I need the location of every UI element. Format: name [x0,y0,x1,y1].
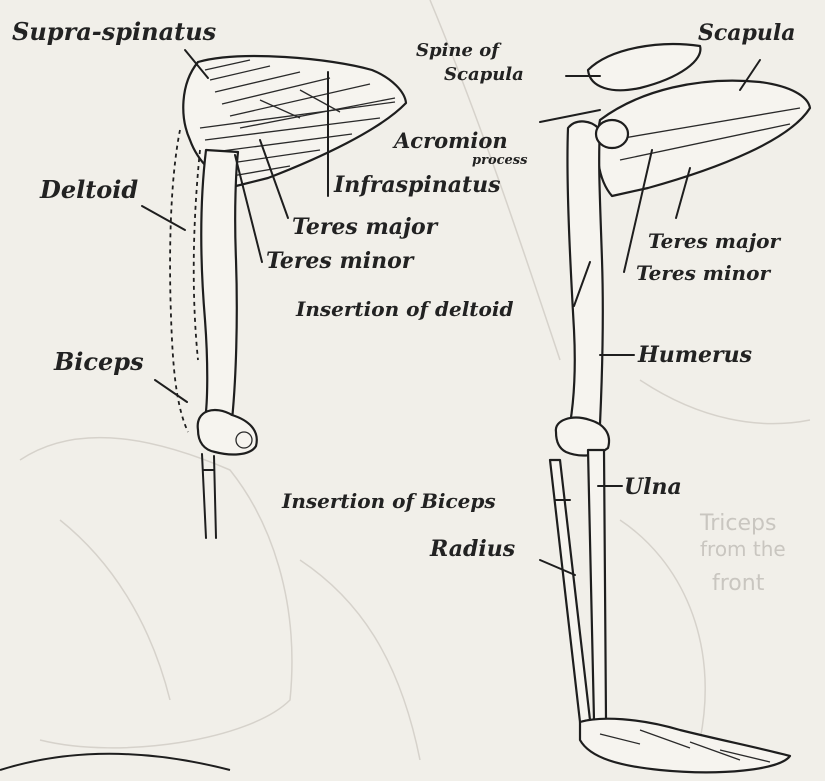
label-infraspinatus-left: Infraspinatus [333,172,501,198]
left-elbow [198,410,257,454]
label-supraspinatus: Supra-spinatus [12,17,217,46]
label-teres-minor-right: Teres minor [636,261,771,285]
left-arm-muscles [142,50,406,538]
label-teres-major-left: Teres major [292,214,439,240]
right-scapula-spine [588,44,700,90]
label-insertion-of-biceps: Insertion of Biceps [281,489,496,513]
label-insertion-of-deltoid: Insertion of deltoid [295,297,513,321]
label-radius: Radius [429,536,515,562]
label-teres-minor-left: Teres minor [266,248,415,274]
label-acromion: Acromion [392,128,508,153]
right-ulna [588,450,606,720]
label-ulna: Ulna [624,474,682,500]
sketch-text-2: from the [700,537,786,561]
label-spine-of-scapula-1: Spine of [416,40,502,61]
label-deltoid: Deltoid [39,175,138,204]
sketch-text-1: Triceps [699,511,776,536]
right-arm-skeleton [540,44,810,772]
left-humerus [201,150,238,420]
label-humerus: Humerus [637,342,752,368]
right-scapula [597,81,810,196]
sketch-text-3: front [712,571,765,596]
label-teres-major-right: Teres major [648,229,781,253]
label-biceps: Biceps [53,347,144,376]
label-spine-of-scapula-2: Scapula [444,64,524,85]
label-scapula: Scapula [698,20,796,46]
label-acromion-process: process [472,153,528,168]
